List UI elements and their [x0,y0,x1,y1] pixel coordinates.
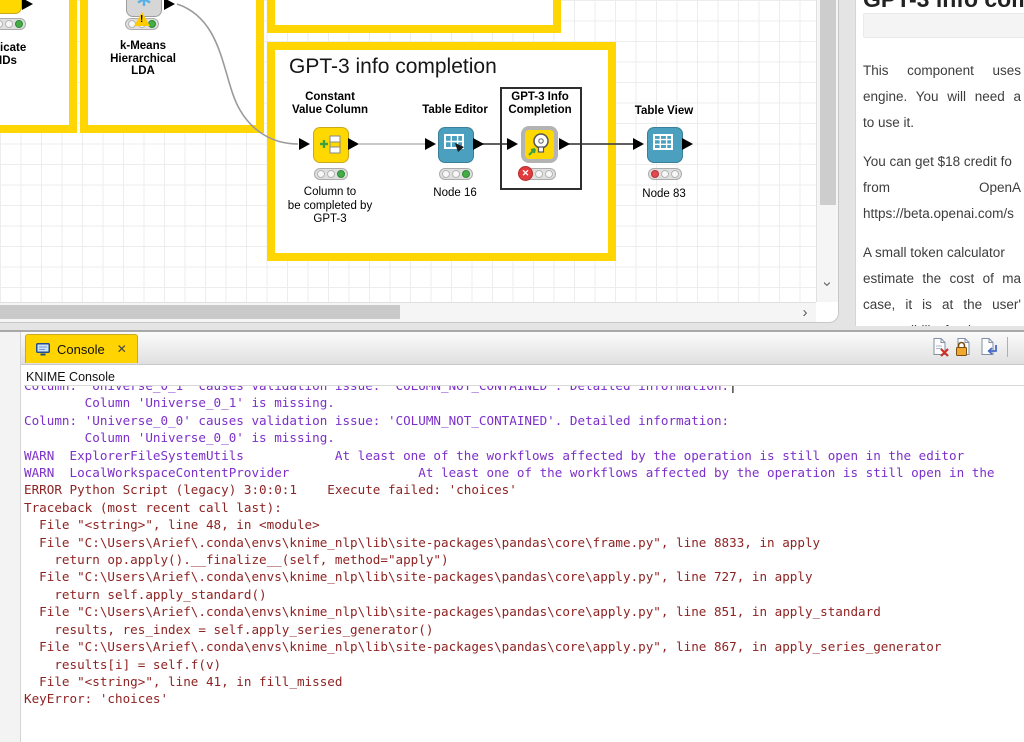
input-port[interactable] [633,138,644,150]
list-item: File "C:\Users\Arief\.conda\envs\knime_n… [24,569,813,585]
status-traffic-light [648,168,682,180]
horizontal-scrollbar-thumb[interactable] [0,305,400,319]
input-port[interactable] [507,138,518,150]
node-name-duplicate-ids: plicate IDs [0,42,27,67]
console-title: KNIME Console [26,370,115,384]
annotation-kmeans[interactable] [80,0,264,133]
list-item: Column 'Universe_0_1' is missing. [24,395,335,411]
list-item: engine. You will need a [863,89,1021,104]
description-text: This component uses engine. You will need… [863,58,1021,326]
console-monitor-icon [36,342,50,355]
node-constant-value-column[interactable] [313,127,349,163]
node-name-table-editor: Table Editor [422,104,488,116]
list-item: File "<string>", line 48, in <module> [24,517,320,533]
input-port[interactable] [425,138,436,150]
list-item: File "C:\Users\Arief\.conda\envs\knime_n… [24,604,881,620]
list-item: https://beta.openai.com/s [863,206,1014,221]
selection-rectangle [500,87,582,190]
collapsed-view-strip [0,332,21,742]
node-label-constant-value-column: Column to be completed by GPT-3 [287,186,373,225]
list-item: KeyError: 'choices' [24,691,169,707]
description-panel: GPT-3 info completion This component use… [855,0,1024,326]
list-item: A small token calculator [863,245,1005,260]
input-port[interactable] [299,138,310,150]
table-editor-icon [444,134,464,152]
list-item: WARN LocalWorkspaceContentProvider At le… [24,465,995,481]
scroll-down-icon[interactable]: › [819,281,837,287]
list-item: Column: 'Universe_0_1' causes validation… [24,385,737,393]
horizontal-scrollbar[interactable]: › [0,302,816,322]
output-port[interactable] [559,138,570,150]
console-tab-label: Console [57,341,105,357]
list-item: File "C:\Users\Arief\.conda\envs\knime_n… [24,534,821,550]
toolbar-separator [1007,337,1008,357]
status-traffic-light [0,18,26,30]
list-item: Column: 'Universe_0_0' causes validation… [24,412,730,428]
pin-console-icon[interactable] [978,337,998,357]
list-item: ERROR Python Script (legacy) 3:0:0:1 Exe… [24,482,517,498]
node-table-view[interactable] [647,127,683,163]
list-item: responsibility for the use [863,318,1021,326]
close-icon[interactable]: ✕ [116,342,127,356]
scroll-lock-icon[interactable] [954,337,974,357]
node-label-table-view: Node 83 [642,188,686,200]
description-heading-clipped: GPT-3 info completion [863,0,1024,9]
error-icon: ✕ [518,166,533,181]
output-port[interactable] [22,0,33,10]
table-view-icon [653,134,673,150]
status-traffic-light [439,168,473,180]
list-item: File "<string>", line 41, in fill_missed [24,673,343,689]
workflow-canvas[interactable]: GPT-3 info completion plicate IDs [0,0,816,302]
list-item: results[i] = self.f(v) [24,656,222,672]
node-name-table-view: Table View [634,105,694,117]
list-item: from OpenA [863,180,1021,195]
list-item: You can get $18 credit fo [863,154,1012,169]
output-port[interactable] [682,138,693,150]
list-item: case, it is at the user' [863,297,1021,312]
annotation-gpt3-title: GPT-3 info completion [289,55,497,78]
clear-console-icon[interactable] [930,337,950,357]
node-table-editor[interactable] [438,127,474,163]
list-item: WARN ExplorerFileSystemUtils At least on… [24,447,965,463]
list-item: This component uses [863,63,1021,78]
output-port[interactable] [348,138,359,150]
list-item: File "C:\Users\Arief\.conda\envs\knime_n… [24,639,942,655]
warning-icon: ! [134,12,150,26]
description-divider-strip [863,13,1024,38]
vertical-scrollbar-thumb[interactable] [820,0,836,205]
gpt3-lightbulb-icon [528,133,549,156]
output-port[interactable] [164,0,175,10]
list-item: to use it. [863,115,915,130]
list-item: return self.apply_standard() [24,586,267,602]
list-item: Column 'Universe_0_0' is missing. [24,430,335,446]
status-traffic-light [314,168,348,180]
constant-value-column-icon [320,135,341,154]
list-item: return op.apply().__finalize__(self, met… [24,552,449,568]
console-tab-bar: Console ✕ [21,332,1024,365]
sparkle-icon [137,0,151,6]
node-name-constant-value-column: Constant Value Column [291,91,369,116]
node-name-gpt3-info-completion: GPT-3 Info Completion [508,91,572,116]
annotation-top[interactable] [267,0,561,33]
node-name-kmeans: k-Means Hierarchical LDA [110,40,176,77]
node-duplicate-ids[interactable] [0,0,22,14]
console-panel: Console ✕ [0,330,1024,742]
tab-console[interactable]: Console ✕ [25,334,138,363]
output-port[interactable] [473,138,484,150]
list-item: results, res_index = self.apply_series_g… [24,621,434,637]
scroll-right-icon[interactable]: › [802,303,808,321]
list-item: Traceback (most recent call last): [24,499,282,515]
node-label-table-editor: Node 16 [433,187,477,199]
node-gpt3-info-completion[interactable] [521,126,558,163]
workflow-editor: GPT-3 info completion plicate IDs [0,0,839,323]
vertical-scrollbar[interactable]: › [816,0,838,302]
list-item: estimate the cost of ma [863,271,1021,286]
console-output[interactable]: Column: 'Universe_0_1' causes validation… [24,385,1024,742]
